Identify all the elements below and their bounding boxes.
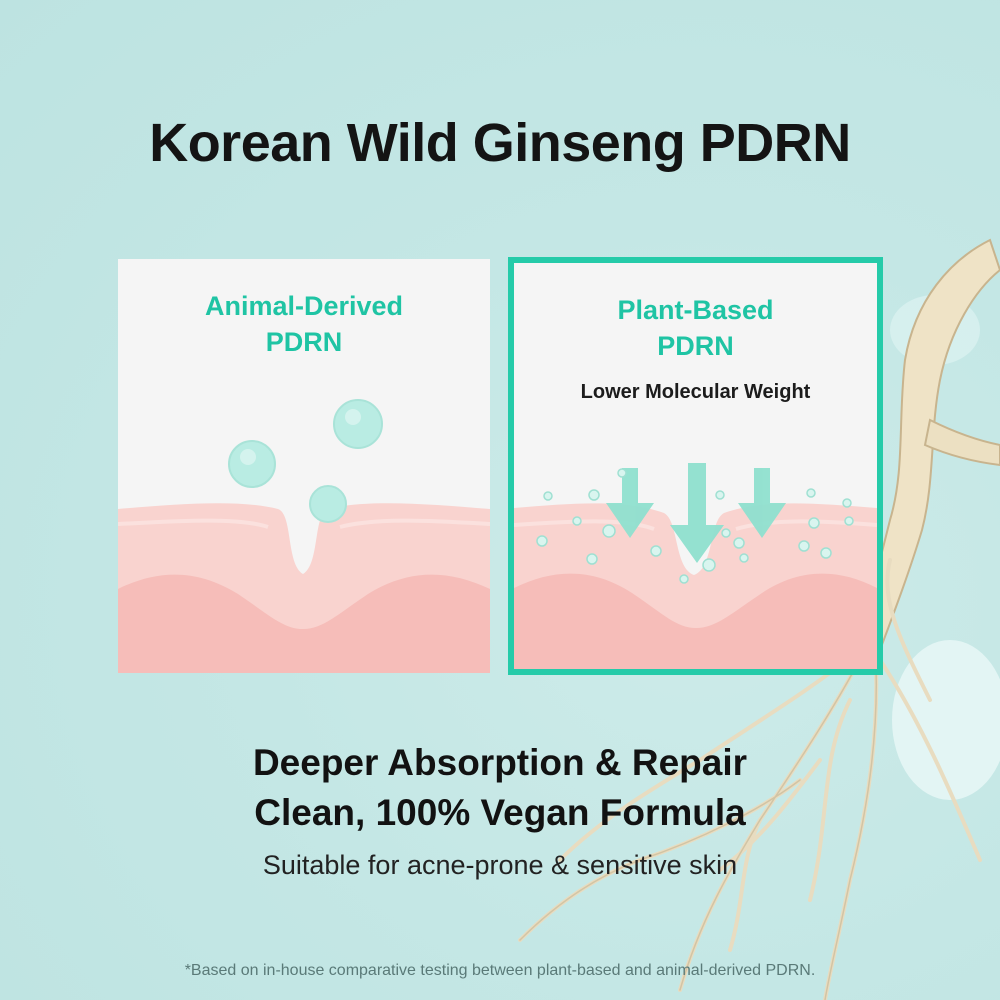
animal-derived-heading: Animal-Derived PDRN: [204, 291, 404, 357]
down-arrow-icon: [670, 463, 724, 563]
tagline-vegan: Clean, 100% Vegan Formula: [254, 792, 746, 833]
small-molecules: [536, 468, 854, 584]
skin-lower-layer: [514, 573, 877, 669]
plant-based-heading: Plant-Based PDRN: [617, 295, 774, 361]
molecule-large: [333, 399, 383, 449]
molecule-large: [228, 440, 276, 488]
skin-lower-layer: [118, 574, 490, 673]
ginseng-root-branch: [923, 418, 1000, 467]
footnote: *Based on in-house comparative testing b…: [184, 962, 816, 979]
tagline-skin-type: Suitable for acne-prone & sensitive skin: [262, 850, 738, 880]
skin-absorption-diagram-animal: [118, 399, 490, 673]
skin-absorption-diagram-plant: [514, 463, 877, 669]
plant-based-panel: Plant-Based PDRN Lower Molecular Weight: [508, 257, 883, 675]
animal-derived-panel: Animal-Derived PDRN: [118, 259, 490, 673]
molecule-large: [309, 485, 347, 523]
page-title: Korean Wild Ginseng PDRN: [149, 113, 851, 173]
down-arrow-icon: [606, 468, 654, 538]
molecular-weight-label: Lower Molecular Weight: [580, 381, 811, 403]
down-arrow-icon: [738, 468, 786, 538]
tagline-absorption: Deeper Absorption & Repair: [252, 742, 748, 783]
